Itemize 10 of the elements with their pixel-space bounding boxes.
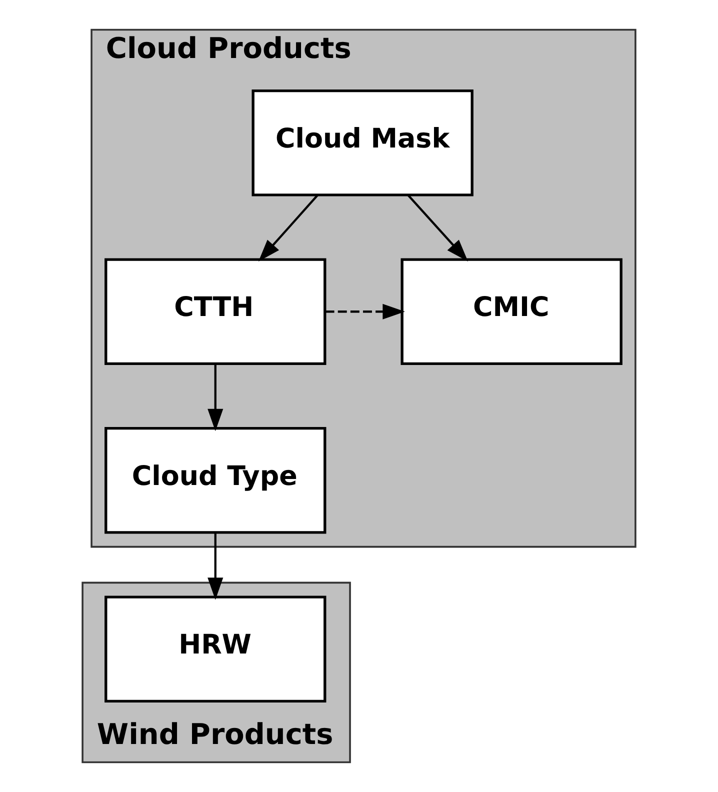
arrow	[325, 304, 405, 320]
arrow	[407, 194, 468, 262]
arrow	[208, 364, 224, 432]
node-box: Cloud Mask	[252, 89, 474, 196]
node-box: CMIC	[400, 258, 622, 366]
arrow	[208, 532, 224, 600]
node-box: CTTH	[104, 258, 326, 366]
arrow	[258, 194, 318, 262]
node-box: HRW	[104, 596, 326, 703]
node-box: Cloud Type	[104, 426, 326, 534]
